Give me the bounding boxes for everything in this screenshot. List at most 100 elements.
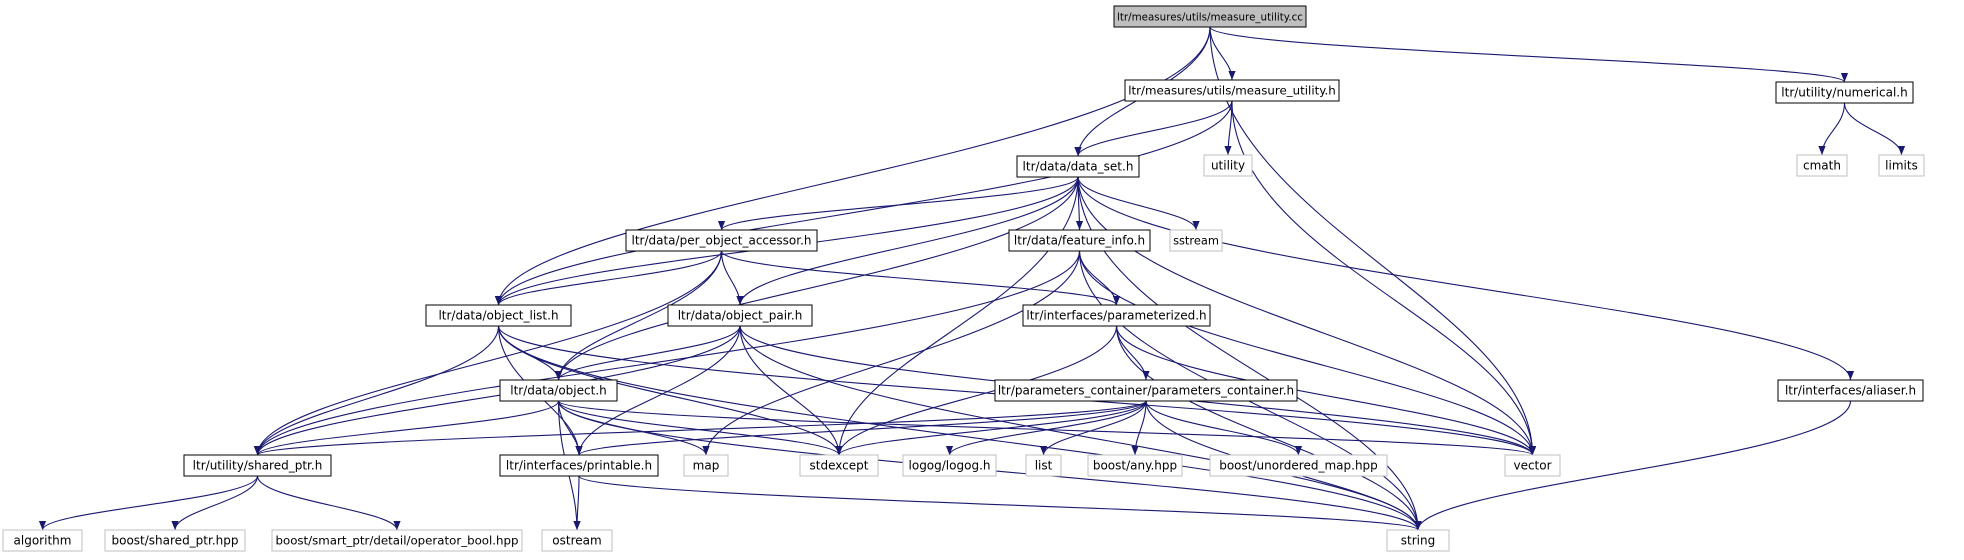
edge-object_pair_h-to-object_h (554, 325, 741, 381)
edge-per_object_accessor_h-to-object_pair_h (720, 250, 744, 306)
edge-per_object_accessor_h-to-object_h (554, 250, 723, 381)
node-box (667, 304, 813, 327)
node-box (625, 229, 818, 252)
edge-measure_utility_h-to-data_set_h (1074, 100, 1233, 157)
node-label: ltr/measures/utils/measure_utility.h (1128, 84, 1336, 98)
edge-shared_ptr_h-to-boost_shared_ptr (171, 475, 259, 531)
node-label: ltr/parameters_container/parameters_cont… (998, 384, 1294, 398)
edge-measure_utility_cc-to-measure_utility_h (1209, 26, 1236, 81)
graph-node-parameterized-h[interactable]: ltr/interfaces/parameterized.h (1022, 304, 1211, 327)
node-box (683, 454, 729, 477)
edge-object_list_h-to-stdexcept (497, 325, 843, 456)
edge-numerical_h-to-cmath (1818, 102, 1846, 156)
node-box (1022, 304, 1211, 327)
node-label: ltr/utility/numerical.h (1781, 86, 1907, 100)
node-box (499, 454, 659, 477)
node-label: ltr/data/feature_info.h (1014, 234, 1145, 248)
graph-node-data-set-h[interactable]: ltr/data/data_set.h (1016, 155, 1140, 178)
graph-node-measure-utility-h[interactable]: ltr/measures/utils/measure_utility.h (1124, 79, 1340, 102)
graph-node-cmath: cmath (1796, 154, 1848, 177)
edge-parameters_container_h-to-boost_unordered_map (1145, 400, 1303, 456)
node-label: sstream (1173, 234, 1219, 248)
node-label: string (1401, 534, 1435, 548)
edge-object_list_h-to-string (497, 325, 1422, 531)
graph-node-printable-h[interactable]: ltr/interfaces/printable.h (499, 454, 659, 477)
edge-object_h-to-shared_ptr_h (254, 400, 560, 456)
node-box (902, 454, 997, 477)
edge-parameterized_h-to-string (1115, 325, 1422, 531)
graph-node-aliaser-h[interactable]: ltr/interfaces/aliaser.h (1777, 379, 1924, 402)
graph-node-numerical-h[interactable]: ltr/utility/numerical.h (1775, 81, 1914, 104)
edge-data_set_h-to-aliaser_h (1077, 176, 1855, 381)
graph-node-feature-info-h[interactable]: ltr/data/feature_info.h (1008, 229, 1151, 252)
node-label: logog/logog.h (909, 459, 991, 473)
node-box (1775, 81, 1914, 104)
edge-data_set_h-to-stdexcept (835, 176, 1079, 456)
node-label: ltr/data/per_object_accessor.h (631, 234, 811, 248)
node-box (541, 529, 613, 552)
node-label: ltr/data/data_set.h (1023, 160, 1134, 174)
node-label: boost/any.hpp (1093, 459, 1177, 473)
node-layer: ltr/measures/utils/measure_utility.ccltr… (2, 5, 1925, 552)
node-box (1113, 5, 1307, 28)
node-box (1386, 529, 1450, 552)
graph-node-parameters-container-h[interactable]: ltr/parameters_container/parameters_cont… (994, 379, 1298, 402)
node-box (104, 529, 246, 552)
edge-feature_info_h-to-map (702, 250, 1081, 456)
edge-per_object_accessor_h-to-object_list_h (495, 250, 723, 306)
edge-parameters_container_h-to-shared_ptr_h (254, 400, 1147, 456)
graph-node-measure-utility-cc: ltr/measures/utils/measure_utility.cc (1113, 5, 1307, 28)
edge-parameterized_h-to-stdexcept (835, 325, 1118, 456)
graph-node-string: string (1386, 529, 1450, 552)
edge-per_object_accessor_h-to-shared_ptr_h (253, 250, 723, 456)
edge-parameters_container_h-to-printable_h (575, 400, 1147, 456)
graph-node-object-list-h[interactable]: ltr/data/object_list.h (425, 304, 572, 327)
node-box (1124, 79, 1340, 102)
graph-node-limits: limits (1878, 154, 1925, 177)
graph-node-boost-shared-ptr: boost/shared_ptr.hpp (104, 529, 246, 552)
graph-node-map: map (683, 454, 729, 477)
edge-measure_utility_cc-to-numerical_h (1209, 26, 1848, 83)
node-box (499, 379, 618, 402)
node-box (1504, 454, 1561, 477)
node-label: boost/shared_ptr.hpp (112, 534, 239, 548)
node-box (1878, 154, 1925, 177)
edge-object_list_h-to-shared_ptr_h (253, 325, 500, 456)
edge-parameters_container_h-to-stdexcept (835, 400, 1147, 456)
node-label: boost/unordered_map.hpp (1219, 459, 1378, 473)
edge-measure_utility_cc-to-vector (1209, 26, 1537, 456)
graph-node-algorithm: algorithm (2, 529, 83, 552)
edge-parameterized_h-to-parameters_container_h (1115, 325, 1150, 381)
edge-measure_utility_cc-to-object_list_h (494, 26, 1211, 306)
node-label: limits (1885, 159, 1918, 173)
node-label: cmath (1803, 159, 1841, 173)
edge-feature_info_h-to-shared_ptr_h (254, 250, 1081, 456)
edge-data_set_h-to-per_object_accessor_h (718, 176, 1079, 231)
graph-node-stdexcept: stdexcept (799, 454, 879, 477)
graph-node-shared-ptr-h[interactable]: ltr/utility/shared_ptr.h (183, 454, 332, 477)
node-label: list (1035, 459, 1053, 473)
node-box (2, 529, 83, 552)
edge-object_pair_h-to-stdexcept (739, 325, 843, 456)
graph-node-operator-bool: boost/smart_ptr/detail/operator_bool.hpp (271, 529, 523, 552)
graph-node-object-h[interactable]: ltr/data/object.h (499, 379, 618, 402)
graph-node-object-pair-h[interactable]: ltr/data/object_pair.h (667, 304, 813, 327)
node-box (1025, 454, 1062, 477)
node-box (1087, 454, 1183, 477)
edge-parameters_container_h-to-logog_h (945, 400, 1147, 456)
node-label: vector (1513, 459, 1551, 473)
graph-node-ostream: ostream (541, 529, 613, 552)
node-label: ltr/interfaces/aliaser.h (1785, 384, 1916, 398)
graph-node-list: list (1025, 454, 1062, 477)
graph-node-per-object-accessor-h[interactable]: ltr/data/per_object_accessor.h (625, 229, 818, 252)
edge-parameters_container_h-to-list (1039, 400, 1147, 456)
node-label: ltr/interfaces/parameterized.h (1026, 309, 1206, 323)
graph-node-sstream: sstream (1169, 229, 1223, 252)
edge-layer (38, 26, 1906, 531)
node-box (271, 529, 523, 552)
node-box (1777, 379, 1924, 402)
node-label: utility (1211, 159, 1245, 173)
edge-shared_ptr_h-to-algorithm (38, 475, 259, 531)
node-label: ltr/utility/shared_ptr.h (193, 459, 323, 473)
